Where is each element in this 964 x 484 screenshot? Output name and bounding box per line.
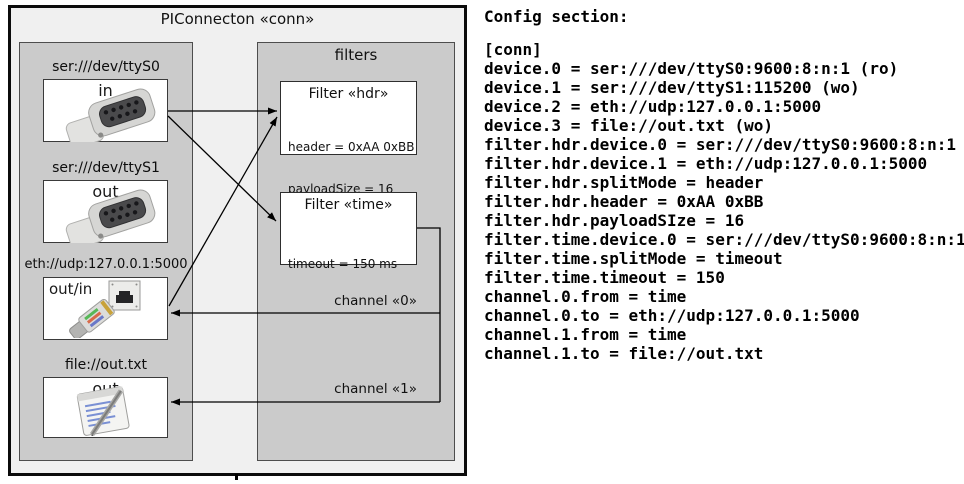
- device-uri-ttys0: ser:///dev/ttyS0: [52, 59, 160, 75]
- serial-connector-image: [65, 88, 156, 142]
- filter-time-prop-timeout: timeout = 150 ms: [288, 257, 398, 271]
- device-direction-label: in: [98, 81, 113, 100]
- filter-time-title: Filter «time»: [304, 197, 393, 213]
- frame-bottom-notch: [235, 474, 238, 480]
- device-direction-label: out/in: [49, 280, 93, 298]
- device-box-ttys0: in: [43, 79, 168, 142]
- filter-hdr-box: Filter «hdr» header = 0xAA 0xBB payloadS…: [280, 81, 417, 196]
- device-uri-ttys1: ser:///dev/ttyS1: [52, 160, 160, 176]
- device-box-ttys1: out: [43, 180, 168, 243]
- channel-0-label: channel «0»: [334, 293, 417, 309]
- device-uri-eth: eth://udp:127.0.0.1:5000: [24, 257, 188, 272]
- device-direction-label: out: [92, 182, 119, 201]
- device-box-eth: out/in: [43, 277, 168, 340]
- channel-1-label: channel «1»: [334, 381, 417, 397]
- filter-hdr-title: Filter «hdr»: [308, 86, 389, 102]
- filter-hdr-prop-header: header = 0xAA 0xBB: [288, 140, 415, 154]
- filters-panel-label: filters: [334, 46, 378, 64]
- diagram-title: PIConnecton «conn»: [160, 10, 315, 28]
- ethernet-plug-image: [69, 280, 141, 338]
- device-box-file: out: [43, 377, 168, 438]
- config-section-text: [conn] device.0 = ser:///dev/ttyS0:9600:…: [484, 40, 964, 363]
- config-section-heading: Config section:: [484, 7, 629, 26]
- notepad-pen-image: [76, 386, 130, 436]
- filter-time-box: Filter «time» timeout = 150 ms: [280, 192, 417, 271]
- device-uri-file: file://out.txt: [64, 357, 148, 373]
- serial-connector-image: [65, 189, 156, 243]
- filter-time-properties: timeout = 150 ms: [288, 229, 397, 299]
- rj45-jack-icon: [108, 280, 141, 311]
